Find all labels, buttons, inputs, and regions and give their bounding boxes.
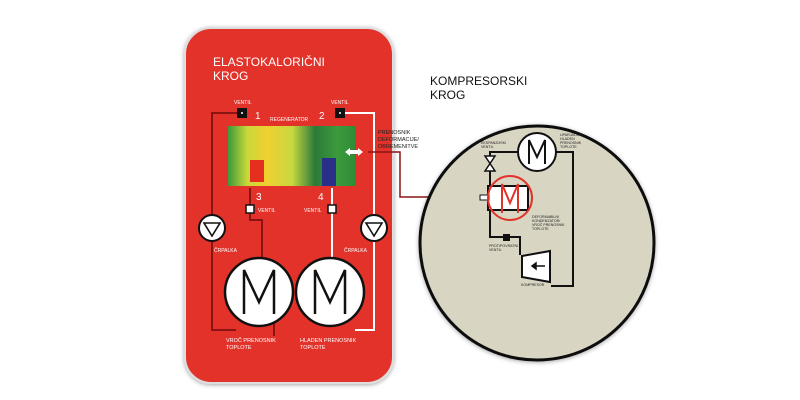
evaporator-label-4: TOPLOTE bbox=[560, 145, 577, 149]
condenser-label-4: TOPLOTE bbox=[532, 227, 549, 231]
valve-1-label: VENTIL bbox=[234, 100, 252, 106]
pump-right-triangle-icon bbox=[364, 222, 384, 238]
condenser-label-2: KONDENZATOR/ bbox=[532, 219, 560, 223]
pump-right-label: ČRPALKA bbox=[344, 247, 368, 254]
check-valve[interactable] bbox=[503, 234, 510, 241]
node-4: 4 bbox=[318, 192, 324, 203]
condenser-label-1: DEFORMABILNI bbox=[532, 215, 559, 219]
evaporator-label-2: HLADEN bbox=[560, 137, 575, 141]
hot-loop-pipe bbox=[211, 112, 263, 331]
transmitter-label-1: PRENOSNIK bbox=[378, 130, 411, 136]
transmitter-label-2: DEFORMACIJE/ bbox=[378, 137, 419, 143]
pump-left-label: ČRPALKA bbox=[214, 247, 238, 254]
cold-heat-exchanger bbox=[294, 256, 366, 328]
elasto-title-1: ELASTOKALORIČNI bbox=[213, 54, 325, 69]
check-valve-label-1: PROTIPOVRATNI bbox=[489, 244, 518, 248]
regenerator bbox=[228, 126, 356, 186]
regenerator-label: REGENERATOR bbox=[270, 117, 309, 123]
cold-loop-pipe bbox=[331, 112, 375, 331]
valve-3-label: VENTIL bbox=[258, 208, 276, 214]
cold-hx-m-icon bbox=[313, 269, 347, 314]
expansion-valve-label-1: EKSPANZIJSKI bbox=[481, 141, 506, 145]
regenerator-cold-spot bbox=[322, 158, 336, 186]
compressor-loop-circle bbox=[418, 124, 656, 362]
evaporator-m-icon bbox=[528, 139, 546, 164]
hot-hx-label-1: VROČ PRENOSNIK bbox=[226, 337, 276, 344]
valve-1-dot bbox=[241, 112, 243, 114]
compressor-arrow-icon bbox=[530, 261, 545, 271]
hot-hx-label-2: TOPLOTE bbox=[226, 345, 252, 351]
pump-left bbox=[198, 214, 226, 242]
expansion-valve-label-2: VENTIL bbox=[481, 145, 494, 149]
elasto-title-2: KROG bbox=[213, 69, 248, 83]
evaporator bbox=[517, 132, 557, 172]
compressor-loop-title-1: KOMPRESORSKI bbox=[430, 74, 527, 88]
hot-heat-exchanger bbox=[223, 256, 295, 328]
regenerator-hot-spot bbox=[250, 160, 264, 182]
pump-left-triangle-icon bbox=[202, 222, 222, 238]
node-1: 1 bbox=[255, 111, 261, 122]
condenser-m-icon bbox=[501, 183, 519, 213]
expansion-valve-icon[interactable] bbox=[483, 155, 497, 172]
pump-right bbox=[360, 214, 388, 242]
transmitter-label-3: OBREMENITVE bbox=[378, 144, 418, 150]
double-arrow-icon bbox=[345, 148, 363, 156]
evaporator-label-1: UPARJALNIK/ bbox=[560, 133, 583, 137]
valve-3[interactable] bbox=[245, 204, 255, 214]
compressor-label: KOMPRESOR bbox=[521, 283, 545, 287]
check-valve-label-2: VENTIL bbox=[489, 248, 502, 252]
condenser-label-3: VROČ PRENOSNIK bbox=[532, 222, 565, 227]
valve-2-label: VENTIL bbox=[331, 100, 349, 106]
valve-2-dot bbox=[339, 112, 341, 114]
deformable-condenser bbox=[479, 175, 533, 221]
compressor bbox=[521, 249, 551, 284]
node-3: 3 bbox=[256, 192, 262, 203]
valve-4[interactable] bbox=[327, 204, 337, 214]
hot-hx-m-icon bbox=[242, 269, 276, 314]
valve-4-label: VENTIL bbox=[304, 208, 322, 214]
evaporator-label-3: PRENOSNIK bbox=[560, 141, 582, 145]
cold-hx-label-1: HLADEN PRENOSNIK bbox=[300, 338, 357, 344]
node-2: 2 bbox=[319, 111, 325, 122]
compressor-loop-title-2: KROG bbox=[430, 88, 465, 102]
cold-hx-label-2: TOPLOTE bbox=[300, 345, 326, 351]
